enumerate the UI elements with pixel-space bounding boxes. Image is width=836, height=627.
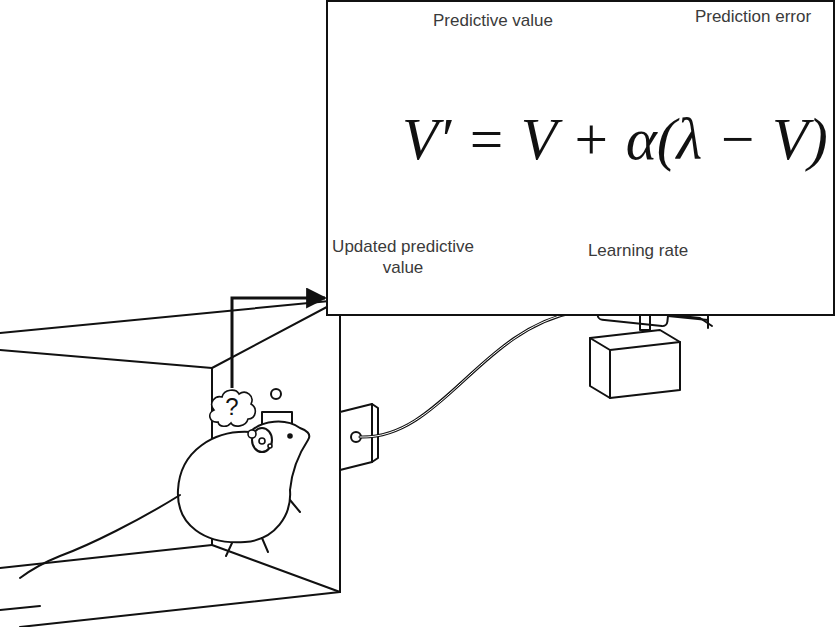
arrow-connector <box>232 298 325 388</box>
equation: V′ = V + α(λ − V) <box>402 102 828 176</box>
term-label: Updated predictive value <box>328 236 478 279</box>
term-label: Learning rate <box>573 240 703 261</box>
term-label: Prediction error <box>678 6 828 27</box>
thought-bubble: ? <box>206 386 258 430</box>
equation-box: Predictive value Prediction error V′ = V +… <box>326 0 835 316</box>
question-mark: ? <box>206 392 258 422</box>
term-label: Predictive value <box>418 10 568 31</box>
